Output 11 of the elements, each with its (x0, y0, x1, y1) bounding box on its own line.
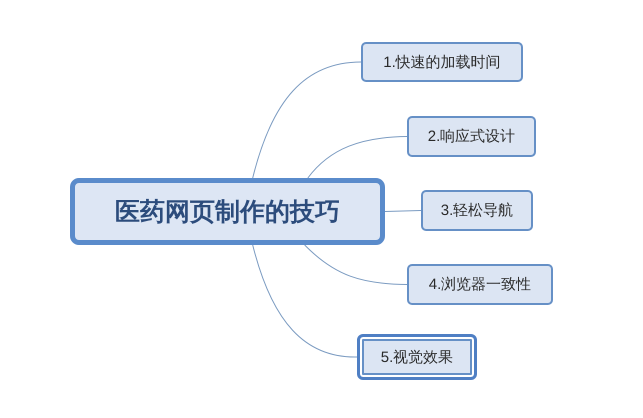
topic-box: 5.视觉效果 (357, 334, 477, 380)
topic-box: 1.快速的加载时间 (361, 42, 523, 82)
topic-box: 3.轻松导航 (421, 190, 533, 231)
connector-line (252, 244, 358, 358)
connector-line (252, 62, 362, 178)
central-topic-box: 医药网页制作的技巧 (70, 178, 385, 245)
connector-line (307, 136, 408, 178)
topic-box: 4.浏览器一致性 (407, 264, 553, 305)
connector-line (304, 244, 408, 285)
topic-box: 2.响应式设计 (407, 116, 536, 157)
connector-line (384, 210, 422, 212)
